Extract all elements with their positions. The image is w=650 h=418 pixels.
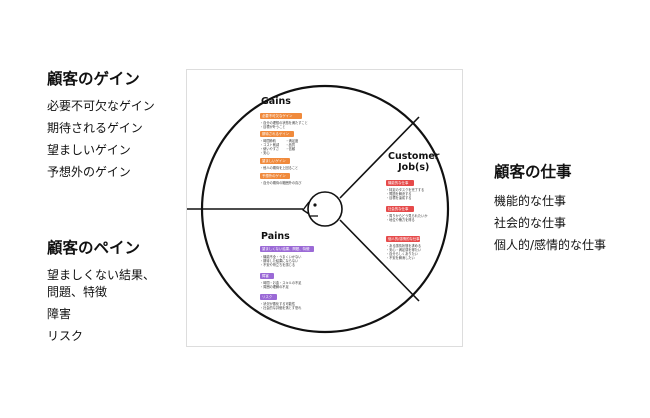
job-note: ・ある感情状態を求める bbox=[386, 244, 422, 248]
pain-item: 望ましくない結果、 bbox=[47, 268, 156, 282]
gain-note: ・コスト削減 ・品質 bbox=[260, 143, 296, 147]
customer-profile-canvas: Gains 必要不可欠なゲイン ・自分の理想の状態を満たすこと ・目標が叶うこと… bbox=[186, 69, 463, 347]
pain-tag: 障害 bbox=[260, 273, 274, 279]
gain-tag: 必要不可欠なゲイン bbox=[260, 113, 302, 119]
job-note: ・問題を解決する bbox=[386, 192, 412, 196]
pain-item: リスク bbox=[47, 329, 84, 343]
job-note: ・地位や権力を得る bbox=[386, 218, 415, 222]
pain-note: ・周囲の理解の不足 bbox=[260, 285, 289, 289]
pain-tag: 望ましくない結果、問題、特徴 bbox=[260, 246, 314, 252]
job-note: ・自分らしくありたい bbox=[386, 252, 418, 256]
gain-item: 望ましいゲイン bbox=[47, 143, 131, 157]
canvas-pains-title: Pains bbox=[261, 231, 290, 242]
pain-note: ・時間・お金・スキルの不足 bbox=[260, 281, 302, 285]
pain-note: ・期待した結果にならない bbox=[260, 259, 299, 263]
pain-tag: リスク bbox=[260, 294, 277, 300]
gain-note: ・他人の期待を上回ること bbox=[260, 166, 299, 170]
job-note: ・特定のタスクを完了する bbox=[386, 188, 425, 192]
job-item: 機能的な仕事 bbox=[494, 194, 567, 208]
canvas-jobs-title: Customer Job(s) bbox=[388, 151, 440, 173]
pain-note: ・状況が悪化する可能性 bbox=[260, 302, 296, 306]
canvas-gains-title: Gains bbox=[261, 96, 291, 107]
gain-note: ・時間節約 ・満足度 bbox=[260, 139, 299, 143]
divider-upper-right bbox=[339, 116, 420, 199]
job-note: ・周りからどう見られたいか bbox=[386, 214, 428, 218]
gain-note: ・安心 bbox=[260, 151, 270, 155]
pain-note: ・機能不全・うまくいかない bbox=[260, 255, 302, 259]
gain-note: ・自分の期待の範囲外の喜び bbox=[260, 181, 302, 185]
pain-item: 問題、特徴 bbox=[47, 285, 108, 299]
gain-note: ・目標が叶うこと bbox=[260, 125, 286, 129]
gain-item: 予想外のゲイン bbox=[47, 165, 131, 179]
gain-tag: 予想外のゲイン bbox=[260, 173, 290, 179]
job-tag: 機能的な仕事 bbox=[386, 180, 414, 186]
job-item: 社会的な仕事 bbox=[494, 216, 567, 230]
gain-item: 必要不可欠なゲイン bbox=[47, 99, 155, 113]
pains-heading: 顧客のペイン bbox=[47, 239, 141, 257]
gains-heading: 顧客のゲイン bbox=[47, 70, 140, 88]
pain-item: 障害 bbox=[47, 307, 72, 321]
customer-profile-diagram bbox=[187, 84, 450, 334]
pain-note: ・社会的な評価を落とす恐れ bbox=[260, 306, 302, 310]
gain-item: 期待されるゲイン bbox=[47, 121, 143, 135]
gain-tag: 期待されるゲイン bbox=[260, 131, 294, 137]
job-tag: 個人的/感情的な仕事 bbox=[386, 236, 420, 242]
gain-note: ・自分の理想の状態を満たすこと bbox=[260, 121, 308, 125]
job-item: 個人的/感情的な仕事 bbox=[494, 238, 607, 252]
job-note: ・不安を解消したい bbox=[386, 256, 415, 260]
gain-tag: 望ましいゲイン bbox=[260, 158, 290, 164]
jobs-heading: 顧客の仕事 bbox=[494, 163, 572, 181]
gain-note: ・使いやすさ ・信頼 bbox=[260, 147, 296, 151]
face-icon bbox=[302, 191, 343, 227]
job-note: ・安心・満足感を得たい bbox=[386, 248, 422, 252]
divider-lower-right bbox=[339, 219, 420, 302]
pain-note: ・不安や苛立ちを感じる bbox=[260, 263, 296, 267]
job-note: ・目標を達成する bbox=[386, 196, 412, 200]
job-tag: 社会的な仕事 bbox=[386, 206, 414, 212]
